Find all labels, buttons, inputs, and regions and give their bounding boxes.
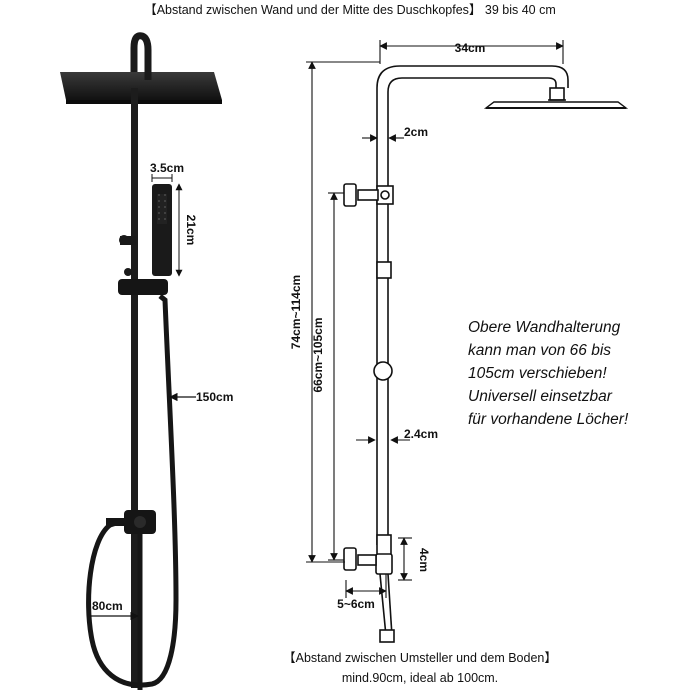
label-bracket-range: 66cm~105cm [311, 317, 325, 392]
note-line-2: kann man von 66 bis [468, 342, 611, 359]
technical-drawing [343, 65, 629, 643]
note-line-4: Universell einsetzbar [468, 388, 613, 405]
right-labels: 34cm 2cm 74cm~114cm 66cm~105cm 2.4cm 4cm… [289, 41, 485, 611]
footer-line-2: mind.90cm, ideal ab 100cm. [342, 671, 498, 685]
header-text: 【Abstand zwischen Wand und der Mitte des… [144, 3, 556, 17]
label-wall-offset: 5~6cm [337, 597, 375, 611]
shower-hose [86, 294, 179, 688]
label-arm-reach: 34cm [455, 41, 486, 55]
rain-shower-head [60, 72, 222, 100]
right-dimensions [306, 40, 564, 598]
left-annotations: 3.5cm 21cm 150cm 80cm [90, 161, 233, 621]
label-valve-height: 4cm [417, 548, 431, 572]
hand-shower-holder [118, 279, 168, 295]
riser-pipe [131, 88, 138, 688]
label-total-height: 74cm~114cm [289, 275, 303, 349]
label-hand-width: 3.5cm [150, 161, 184, 175]
shower-arm [130, 32, 152, 80]
label-hose-loop: 80cm [92, 599, 123, 613]
label-pipe-lower: 2.4cm [404, 427, 438, 441]
top-bracket [376, 185, 394, 205]
adjustment-note: Obere Wandhalterung kann man von 66 bis … [468, 319, 629, 428]
label-hose-length: 150cm [196, 390, 233, 404]
shower-system-illustration [60, 32, 222, 690]
note-line-1: Obere Wandhalterung [468, 319, 621, 336]
riser-outline [376, 65, 569, 545]
footer-line-1: 【Abstand zwischen Umsteller und dem Bode… [283, 651, 557, 665]
holder-knob [373, 361, 393, 381]
note-line-5: für vorhandene Löcher! [468, 411, 629, 428]
bottom-valve [375, 553, 393, 575]
pipe-joint [376, 261, 392, 279]
note-line-3: 105cm verschieben! [468, 365, 607, 382]
label-hand-length: 21cm [184, 215, 198, 246]
label-pipe-top: 2cm [404, 125, 428, 139]
